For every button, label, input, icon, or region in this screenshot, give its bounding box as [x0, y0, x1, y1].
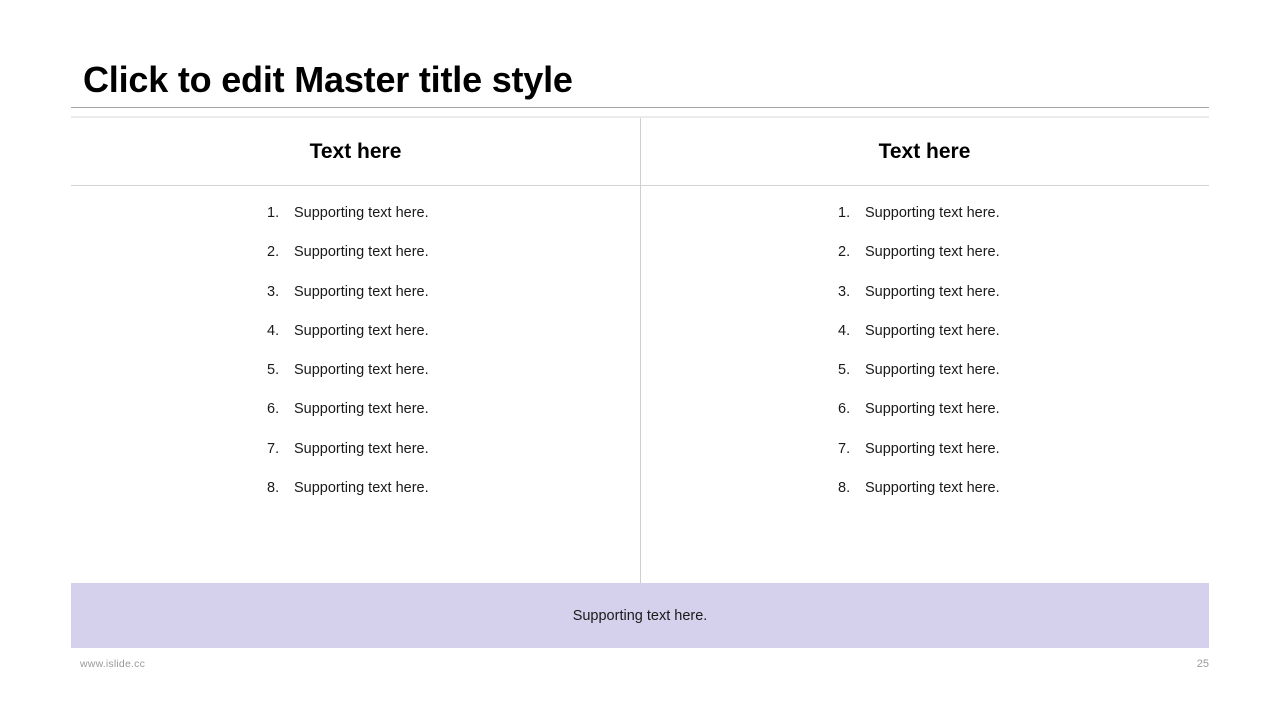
list-item[interactable]: 6. Supporting text here.	[838, 401, 1209, 440]
list-item[interactable]: 3. Supporting text here.	[267, 284, 640, 323]
list-item-number: 5.	[838, 362, 865, 378]
list-item-number: 8.	[838, 480, 865, 496]
list-item-label: Supporting text here.	[865, 362, 1000, 378]
list-item[interactable]: 7. Supporting text here.	[267, 441, 640, 480]
column-left-header[interactable]: Text here	[71, 118, 640, 185]
summary-banner[interactable]: Supporting text here.	[71, 583, 1209, 648]
slide-number: 25	[1197, 658, 1209, 670]
list-item-number: 2.	[838, 244, 865, 260]
list-item-number: 3.	[838, 284, 865, 300]
list-item-label: Supporting text here.	[865, 401, 1000, 417]
list-item-label: Supporting text here.	[865, 284, 1000, 300]
title-underline	[71, 107, 1209, 108]
list-item-label: Supporting text here.	[294, 480, 429, 496]
list-item[interactable]: 5. Supporting text here.	[838, 362, 1209, 401]
column-left: Text here 1. Supporting text here. 2. Su…	[71, 118, 640, 583]
list-item-number: 1.	[267, 205, 294, 221]
list-item[interactable]: 2. Supporting text here.	[838, 244, 1209, 283]
column-left-body: 1. Supporting text here. 2. Supporting t…	[71, 185, 640, 583]
column-right: Text here 1. Supporting text here. 2. Su…	[640, 118, 1209, 583]
list-item-number: 7.	[838, 441, 865, 457]
list-item-label: Supporting text here.	[865, 205, 1000, 221]
list-item-number: 3.	[267, 284, 294, 300]
list-item-number: 4.	[838, 323, 865, 339]
list-item-label: Supporting text here.	[294, 441, 429, 457]
list-item-label: Supporting text here.	[294, 362, 429, 378]
list-left: 1. Supporting text here. 2. Supporting t…	[71, 205, 640, 519]
list-item-label: Supporting text here.	[865, 244, 1000, 260]
list-item-label: Supporting text here.	[294, 205, 429, 221]
list-item-number: 4.	[267, 323, 294, 339]
list-item[interactable]: 1. Supporting text here.	[267, 205, 640, 244]
list-item-label: Supporting text here.	[294, 401, 429, 417]
list-item[interactable]: 4. Supporting text here.	[838, 323, 1209, 362]
list-item-label: Supporting text here.	[294, 244, 429, 260]
column-right-header[interactable]: Text here	[640, 118, 1209, 185]
list-item[interactable]: 7. Supporting text here.	[838, 441, 1209, 480]
footer-source[interactable]: www.islide.cc	[80, 658, 145, 670]
list-item-label: Supporting text here.	[865, 480, 1000, 496]
list-item-number: 8.	[267, 480, 294, 496]
list-right: 1. Supporting text here. 2. Supporting t…	[640, 205, 1209, 519]
list-item-label: Supporting text here.	[294, 284, 429, 300]
list-item-label: Supporting text here.	[865, 323, 1000, 339]
two-column-table: Text here 1. Supporting text here. 2. Su…	[71, 118, 1209, 583]
page-title[interactable]: Click to edit Master title style	[71, 52, 1209, 107]
list-item[interactable]: 5. Supporting text here.	[267, 362, 640, 401]
list-item[interactable]: 4. Supporting text here.	[267, 323, 640, 362]
title-placeholder[interactable]: Click to edit Master title style	[71, 52, 1209, 107]
list-item[interactable]: 8. Supporting text here.	[838, 480, 1209, 519]
list-item-number: 2.	[267, 244, 294, 260]
summary-banner-text: Supporting text here.	[573, 608, 708, 624]
list-item[interactable]: 2. Supporting text here.	[267, 244, 640, 283]
list-item-number: 7.	[267, 441, 294, 457]
column-right-body: 1. Supporting text here. 2. Supporting t…	[640, 185, 1209, 583]
list-item[interactable]: 1. Supporting text here.	[838, 205, 1209, 244]
list-item[interactable]: 6. Supporting text here.	[267, 401, 640, 440]
list-item-number: 1.	[838, 205, 865, 221]
list-item[interactable]: 8. Supporting text here.	[267, 480, 640, 519]
list-item-number: 5.	[267, 362, 294, 378]
list-item-label: Supporting text here.	[294, 323, 429, 339]
list-item-number: 6.	[838, 401, 865, 417]
list-item-number: 6.	[267, 401, 294, 417]
list-item-label: Supporting text here.	[865, 441, 1000, 457]
list-item[interactable]: 3. Supporting text here.	[838, 284, 1209, 323]
